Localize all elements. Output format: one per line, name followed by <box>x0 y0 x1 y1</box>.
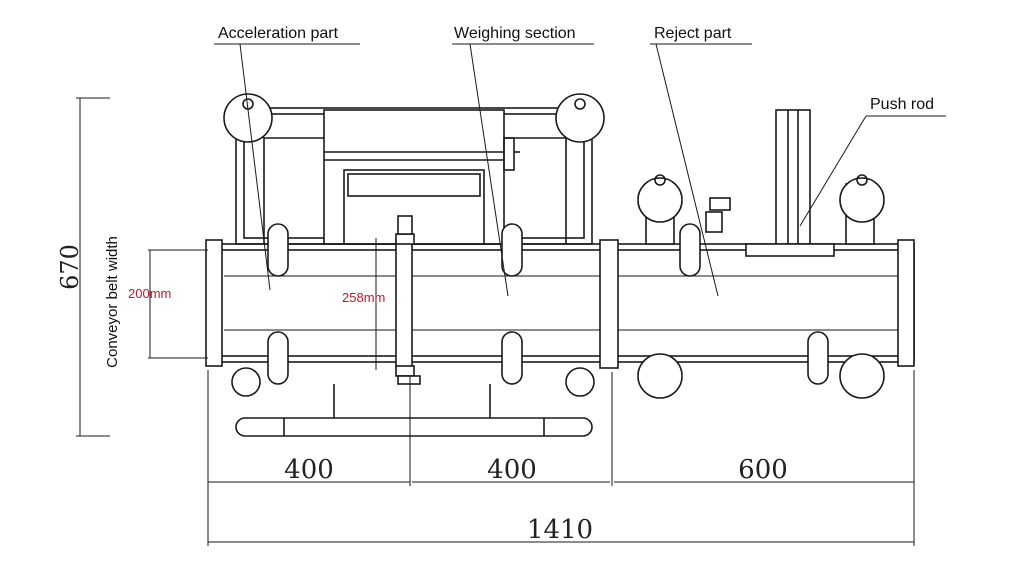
weighing-housing <box>323 109 520 245</box>
dim-total-1410: 1410 <box>527 515 593 545</box>
dim-seg1-400: 400 <box>284 455 334 485</box>
push-rod-assembly <box>705 109 835 257</box>
base-stand <box>235 384 593 437</box>
dim-200mm: 200mm <box>128 286 171 301</box>
callout-leaders <box>214 43 946 297</box>
label-push-rod: Push rod <box>870 96 934 113</box>
height-dimension: 670 <box>56 97 110 437</box>
label-acceleration-part: Acceleration part <box>218 25 339 42</box>
caster-wheel-top-right <box>555 93 605 143</box>
dim-seg2-400: 400 <box>487 455 537 485</box>
belt-guides <box>267 223 829 385</box>
dim-seg3-600: 600 <box>738 455 788 485</box>
label-reject-part: Reject part <box>654 25 732 42</box>
dim-258mm: 258mm <box>342 290 385 305</box>
label-weighing-section: Weighing section <box>454 25 576 42</box>
reject-uprights <box>637 174 885 245</box>
caster-wheel-top-left <box>223 93 273 143</box>
belt-width-dimension <box>148 249 208 359</box>
label-belt-width: Conveyor belt width <box>104 236 121 368</box>
conveyor-body <box>205 215 915 385</box>
length-dimensions <box>207 370 915 546</box>
caster-wheels-bottom <box>231 353 885 399</box>
dim-height-670: 670 <box>56 244 84 290</box>
